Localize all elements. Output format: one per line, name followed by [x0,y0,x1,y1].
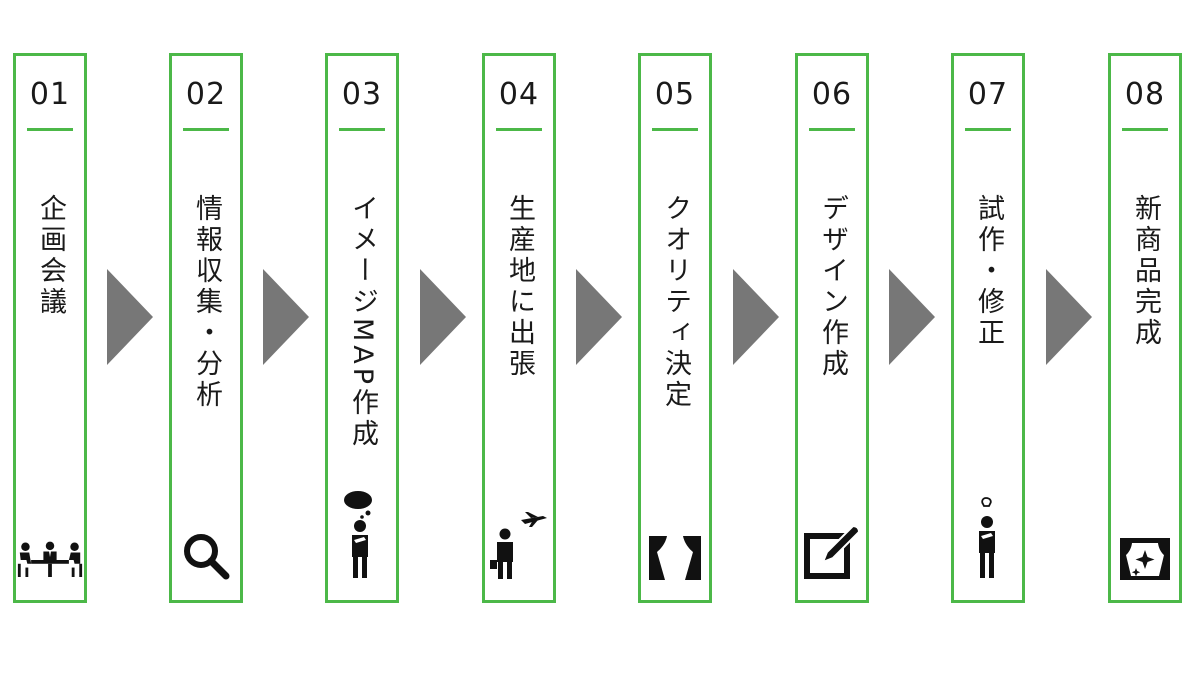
step-08: 08 新商品完成 [1108,53,1182,603]
step-04: 04 生産地に出張 [482,53,556,603]
flow-arrow [576,269,622,365]
step-divider [652,128,698,131]
flow-arrow [889,269,935,365]
step-number: 05 [654,77,696,112]
flow-arrow [263,269,309,365]
step-icon-wrap [798,524,866,580]
step-label: 生産地に出張 [504,194,535,380]
step-divider [27,128,73,131]
flow-arrow [1046,269,1092,365]
curtain-icon [649,536,701,580]
step-icon-wrap [954,496,1022,580]
step-06: 06 デザイン作成 [795,53,869,603]
step-01: 01 企画会議 [13,53,87,603]
step-number: 04 [498,77,540,112]
idea-person-icon [979,497,995,578]
meeting-icon [17,541,83,577]
step-number: 01 [29,77,71,112]
step-divider [809,128,855,131]
step-divider [496,128,542,131]
step-icon-wrap [328,490,396,580]
step-divider [1122,128,1168,131]
step-divider [965,128,1011,131]
step-label: イメージMAP作成 [347,194,378,451]
thinking-person-icon [344,491,372,578]
pen-drawing-icon [804,524,861,579]
step-label: 情報収集・分析 [191,194,222,411]
step-label: 新商品完成 [1130,194,1161,349]
step-02: 02 情報収集・分析 [169,53,243,603]
step-number: 06 [811,77,853,112]
step-divider [339,128,385,131]
step-icon-wrap [1111,538,1179,580]
flow-arrow [420,269,466,365]
stage-sparkle-icon [1120,538,1170,580]
step-label: クオリティ決定 [660,194,691,411]
step-icon-wrap [172,532,240,580]
magnifier-icon [184,534,230,580]
step-number: 03 [341,77,383,112]
step-icon-wrap [641,536,709,580]
step-03: 03 イメージMAP作成 [325,53,399,603]
step-number: 07 [967,77,1009,112]
traveler-airplane-icon [490,512,547,579]
step-05: 05 クオリティ決定 [638,53,712,603]
step-07: 07 試作・修正 [951,53,1025,603]
flow-arrow [733,269,779,365]
step-divider [183,128,229,131]
step-icon-wrap [16,540,84,580]
step-label: 企画会議 [35,194,66,318]
step-number: 02 [185,77,227,112]
step-icon-wrap [485,510,553,580]
step-label: デザイン作成 [817,194,848,380]
step-number: 08 [1124,77,1166,112]
step-label: 試作・修正 [973,194,1004,349]
flow-arrow [107,269,153,365]
